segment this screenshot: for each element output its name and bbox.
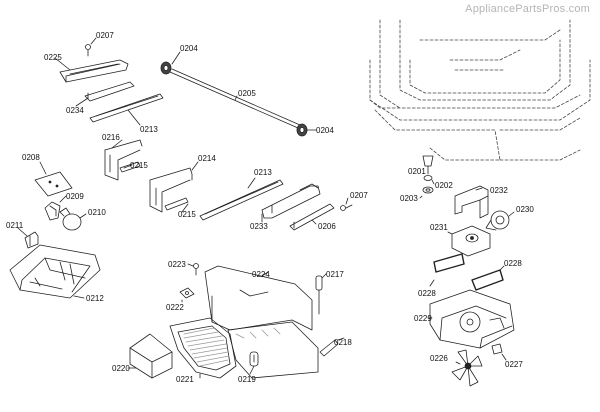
part-0216 bbox=[104, 139, 143, 181]
label-0208: 0208 bbox=[22, 153, 40, 162]
part-0215-left bbox=[119, 161, 141, 173]
label-0209: 0209 bbox=[66, 192, 84, 201]
part-0206 bbox=[289, 203, 335, 231]
part-0215-center bbox=[164, 197, 189, 213]
label-0218: 0218 bbox=[334, 338, 352, 347]
label-0216: 0216 bbox=[102, 133, 120, 142]
part-0234 bbox=[75, 81, 135, 107]
cabinet-outline bbox=[369, 19, 591, 161]
label-0213-left: 0213 bbox=[140, 125, 158, 134]
label-0225: 0225 bbox=[44, 53, 62, 62]
label-0201: 0201 bbox=[408, 167, 426, 176]
part-0207-center bbox=[340, 197, 353, 211]
watermark: AppliancePartsPros.com bbox=[465, 3, 590, 15]
label-0211: 0211 bbox=[6, 221, 24, 230]
label-0232: 0232 bbox=[490, 186, 508, 195]
label-0204-top: 0204 bbox=[180, 44, 198, 53]
label-0213-center: 0213 bbox=[254, 168, 272, 177]
part-0204-top bbox=[160, 51, 181, 75]
label-0204-bottom: 0204 bbox=[316, 126, 334, 135]
part-0209 bbox=[44, 195, 67, 221]
part-0229 bbox=[427, 289, 515, 349]
label-0223: 0223 bbox=[168, 260, 186, 269]
label-0221: 0221 bbox=[176, 375, 194, 384]
label-0228-upper: 0228 bbox=[418, 289, 436, 298]
part-0201 bbox=[422, 155, 434, 175]
part-0223 bbox=[187, 263, 199, 276]
part-0228-upper bbox=[429, 253, 465, 287]
label-0215-center: 0215 bbox=[178, 210, 196, 219]
part-0228-right bbox=[471, 265, 505, 291]
part-0213-center bbox=[199, 177, 284, 221]
part-0232 bbox=[454, 185, 489, 219]
part-0214 bbox=[149, 161, 199, 213]
part-0227 bbox=[491, 343, 507, 361]
part-0210 bbox=[59, 207, 87, 231]
label-0230: 0230 bbox=[516, 205, 534, 214]
part-0204-bottom bbox=[296, 123, 317, 137]
part-0207-top bbox=[85, 37, 97, 57]
part-0230 bbox=[485, 210, 515, 231]
label-0202: 0202 bbox=[435, 181, 453, 190]
part-0202 bbox=[423, 175, 435, 185]
part-0231 bbox=[447, 225, 491, 257]
label-0220: 0220 bbox=[112, 364, 130, 373]
label-0229: 0229 bbox=[414, 314, 432, 323]
label-0228-right: 0228 bbox=[504, 259, 522, 268]
label-0227: 0227 bbox=[505, 360, 523, 369]
part-0208 bbox=[34, 161, 73, 197]
label-0206: 0206 bbox=[318, 222, 336, 231]
label-0215-left: 0215 bbox=[130, 161, 148, 170]
label-0203: 0203 bbox=[400, 194, 418, 203]
part-baffle bbox=[227, 321, 319, 379]
label-0212: 0212 bbox=[86, 294, 104, 303]
part-0233 bbox=[261, 183, 321, 223]
label-0207-center: 0207 bbox=[350, 191, 368, 200]
label-0231: 0231 bbox=[430, 223, 448, 232]
label-0226: 0226 bbox=[430, 354, 448, 363]
part-0211 bbox=[17, 227, 39, 249]
part-0221 bbox=[169, 317, 237, 379]
part-0212 bbox=[9, 244, 101, 299]
part-0218 bbox=[319, 337, 345, 357]
part-0222 bbox=[179, 287, 195, 303]
label-0217: 0217 bbox=[326, 270, 344, 279]
part-0219 bbox=[249, 351, 259, 375]
label-0210: 0210 bbox=[88, 208, 106, 217]
part-0217 bbox=[315, 273, 327, 315]
part-labels: 0207 0225 0204 0205 0234 0213 0204 0216 … bbox=[6, 31, 534, 384]
label-0205: 0205 bbox=[238, 89, 256, 98]
part-0220 bbox=[127, 333, 173, 379]
part-0203 bbox=[419, 186, 434, 199]
part-0213-left bbox=[89, 93, 164, 126]
label-0207-top: 0207 bbox=[96, 31, 114, 40]
label-0234: 0234 bbox=[66, 106, 84, 115]
part-0225 bbox=[54, 57, 129, 83]
part-0205 bbox=[169, 68, 301, 129]
label-0224: 0224 bbox=[252, 270, 270, 279]
label-0222: 0222 bbox=[166, 303, 184, 312]
part-0226 bbox=[451, 349, 483, 387]
label-0219: 0219 bbox=[238, 375, 256, 384]
label-0233: 0233 bbox=[250, 222, 268, 231]
label-0214: 0214 bbox=[198, 154, 216, 163]
